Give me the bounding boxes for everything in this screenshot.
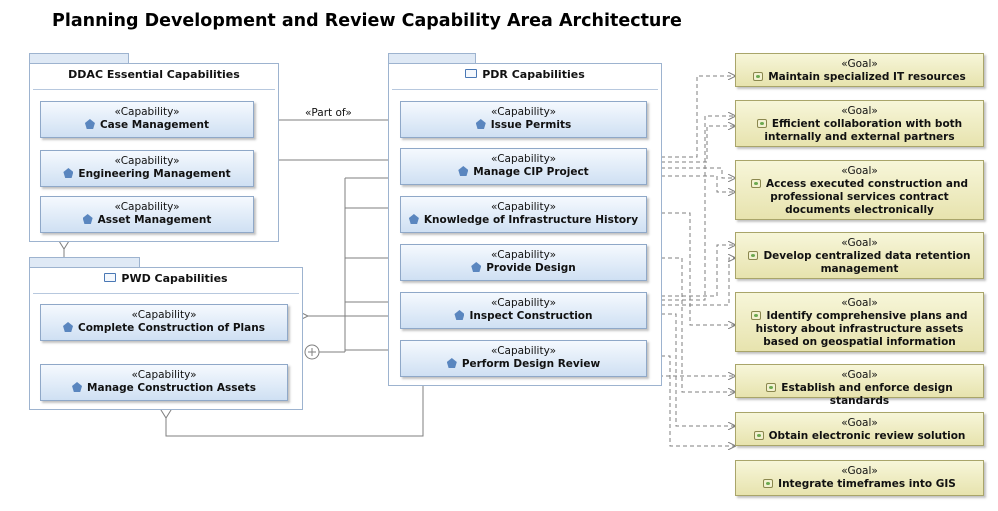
capability-issue-permits[interactable]: «Capability» Issue Permits	[400, 101, 647, 138]
capability-inspect-construction[interactable]: «Capability» Inspect Construction	[400, 292, 647, 329]
capability-icon	[72, 382, 83, 392]
capability-complete-construction-of-plans[interactable]: «Capability» Complete Construction of Pl…	[40, 304, 288, 341]
goal-name: Identify comprehensive plans and history…	[755, 310, 968, 348]
goal-icon	[753, 431, 764, 440]
capability-icon	[475, 119, 486, 129]
capability-name: Knowledge of Infrastructure History	[423, 214, 639, 226]
pdr-package-tab	[388, 53, 476, 64]
goal-stereotype: «Goal»	[841, 417, 878, 429]
goal-icon	[763, 479, 774, 488]
goal-icon	[753, 72, 764, 81]
goal-icon	[751, 311, 762, 320]
goal-name: Establish and enforce design standards	[781, 382, 953, 407]
goal-icon	[756, 119, 767, 128]
containment-circle	[304, 344, 320, 360]
folder-icon	[465, 69, 478, 78]
goal-access-contract-documents[interactable]: «Goal» Access executed construction and …	[735, 160, 984, 220]
goal-icon	[751, 179, 761, 188]
capability-case-management[interactable]: «Capability» Case Management	[40, 101, 254, 138]
capability-engineering-management[interactable]: «Capability» Engineering Management	[40, 150, 254, 187]
capability-name: Provide Design	[486, 262, 576, 274]
ddac-package-tab	[29, 53, 129, 64]
capability-icon	[63, 322, 74, 332]
diagram-title: Planning Development and Review Capabili…	[52, 11, 682, 31]
capability-stereotype: «Capability»	[490, 345, 557, 357]
capability-stereotype: «Capability»	[490, 297, 557, 309]
folder-icon	[104, 273, 117, 282]
part-of-label: «Part of»	[305, 107, 352, 119]
capability-name: Case Management	[99, 119, 210, 131]
goal-name: Develop centralized data retention manag…	[763, 250, 971, 275]
capability-name: Manage CIP Project	[473, 166, 589, 178]
goal-data-retention[interactable]: «Goal» Develop centralized data retentio…	[735, 232, 984, 279]
capability-name: Engineering Management	[78, 168, 231, 180]
package-divider	[33, 89, 275, 90]
capability-stereotype: «Capability»	[490, 153, 557, 165]
goal-stereotype: «Goal»	[841, 58, 878, 70]
capability-icon	[454, 310, 465, 320]
capability-manage-construction-assets[interactable]: «Capability» Manage Construction Assets	[40, 364, 288, 401]
goal-name: Integrate timeframes into GIS	[778, 478, 956, 490]
capability-icon	[84, 119, 95, 129]
capability-name: Asset Management	[97, 214, 212, 226]
capability-icon	[63, 168, 74, 178]
capability-name: Issue Permits	[490, 119, 572, 131]
goal-icon	[748, 251, 759, 260]
goal-timeframes-gis[interactable]: «Goal» Integrate timeframes into GIS	[735, 460, 984, 496]
capability-icon	[82, 214, 93, 224]
package-divider	[33, 293, 299, 294]
goal-name: Maintain specialized IT resources	[768, 71, 966, 83]
ddac-package-title: DDAC Essential Capabilities	[68, 68, 240, 81]
goal-stereotype: «Goal»	[841, 237, 878, 249]
pwd-package-tab	[29, 257, 140, 268]
capability-name: Complete Construction of Plans	[78, 322, 265, 334]
capability-stereotype: «Capability»	[131, 369, 197, 381]
capability-icon	[408, 214, 419, 224]
goal-name: Efficient collaboration with both intern…	[764, 118, 963, 143]
capability-stereotype: «Capability»	[114, 201, 180, 213]
goal-design-standards[interactable]: «Goal» Establish and enforce design stan…	[735, 364, 984, 407]
goal-stereotype: «Goal»	[841, 105, 878, 117]
goal-stereotype: «Goal»	[841, 465, 878, 477]
capability-name: Inspect Construction	[469, 310, 593, 322]
goal-electronic-review[interactable]: «Goal» Obtain electronic review solution	[735, 412, 984, 446]
goal-name: Obtain electronic review solution	[768, 430, 966, 442]
capability-knowledge-of-infrastructure-history[interactable]: «Capability» Knowledge of Infrastructure…	[400, 196, 647, 233]
capability-stereotype: «Capability»	[114, 155, 180, 167]
capability-stereotype: «Capability»	[114, 106, 180, 118]
goal-maintain-it-resources[interactable]: «Goal» Maintain specialized IT resources	[735, 53, 984, 87]
goal-geospatial-plans-history[interactable]: «Goal» Identify comprehensive plans and …	[735, 292, 984, 352]
pwd-package-title: PWD Capabilities	[30, 272, 302, 285]
capability-icon	[458, 166, 469, 176]
capability-stereotype: «Capability»	[490, 249, 557, 261]
goal-stereotype: «Goal»	[841, 297, 878, 309]
capability-name: Manage Construction Assets	[87, 382, 256, 394]
capability-icon	[471, 262, 482, 272]
goal-stereotype: «Goal»	[841, 165, 878, 177]
capability-stereotype: «Capability»	[490, 106, 557, 118]
capability-provide-design[interactable]: «Capability» Provide Design	[400, 244, 647, 281]
goal-efficient-collaboration[interactable]: «Goal» Efficient collaboration with both…	[735, 100, 984, 147]
capability-perform-design-review[interactable]: «Capability» Perform Design Review	[400, 340, 647, 377]
goal-stereotype: «Goal»	[841, 369, 878, 381]
capability-manage-cip-project[interactable]: «Capability» Manage CIP Project	[400, 148, 647, 185]
capability-icon	[446, 358, 457, 368]
capability-stereotype: «Capability»	[131, 309, 197, 321]
goal-name: Access executed construction and profess…	[766, 178, 968, 216]
pdr-package-title: PDR Capabilities	[389, 68, 661, 81]
package-divider	[392, 89, 658, 90]
capability-asset-management[interactable]: «Capability» Asset Management	[40, 196, 254, 233]
capability-stereotype: «Capability»	[490, 201, 557, 213]
capability-name: Perform Design Review	[461, 358, 601, 370]
goal-icon	[766, 383, 777, 392]
